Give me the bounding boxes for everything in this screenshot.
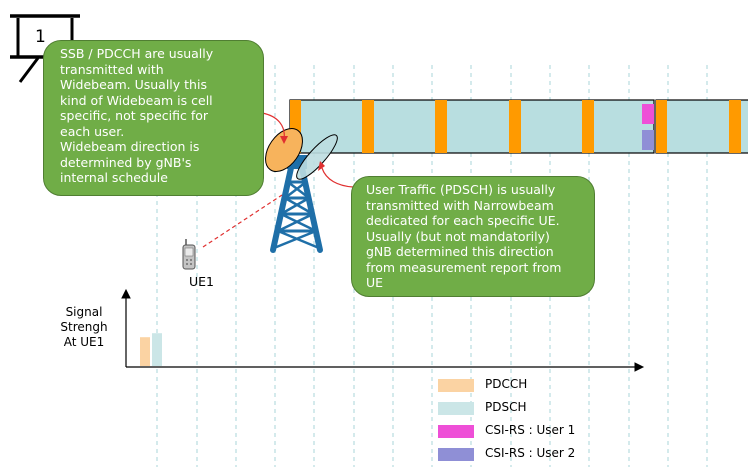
frame-block-1: [289, 99, 655, 154]
callout-line: specific, not specific for: [60, 108, 209, 123]
callout-line: SSB / PDCCH are usually: [60, 46, 214, 61]
legend-label: CSI-RS : User 1: [485, 423, 576, 437]
callout-line: Widebeam. Usually this: [60, 77, 207, 92]
signal-bar-pdcch: [140, 337, 150, 366]
legend-swatch: [438, 448, 474, 461]
pdcch-slot: [656, 100, 667, 153]
callout-line: from measurement report from: [366, 259, 562, 275]
csi-rs-user2-slot: [642, 130, 654, 150]
csi-rs-user1-slot: [642, 104, 654, 124]
axis-label-line: At UE1: [63, 335, 105, 349]
step-number: 1: [35, 27, 46, 47]
resource-frame-strip: [289, 99, 748, 154]
callout-line: User Traffic (PDSCH) is usually: [366, 182, 556, 197]
callout-line: transmitted with Narrowbeam: [366, 197, 554, 213]
pdcch-slot: [290, 100, 301, 153]
legend-label: PDCCH: [485, 377, 528, 391]
pdsch-pointer-arrow: [321, 167, 354, 188]
callout-ssb-pdcch-widebeam: SSB / PDCCH are usually transmitted with…: [43, 40, 264, 196]
callout-line: each user.: [60, 123, 125, 139]
signal-bar-pdsch: [152, 333, 162, 366]
pdcch-slot: [729, 100, 741, 153]
callout-line: kind of Widebeam is cell: [60, 92, 213, 108]
ue1-label: UE1: [189, 274, 214, 289]
callout-line: gNB determined this direction: [366, 244, 554, 259]
wide-beam-shape: [265, 128, 303, 172]
ue-link-line: [202, 194, 283, 248]
signal-strength-axis-label: Signal Strengh At UE1: [44, 305, 124, 350]
legend-label: PDSCH: [485, 400, 527, 414]
pdcch-slot: [362, 100, 374, 153]
callout-line: dedicated for each specific UE.: [366, 213, 560, 228]
legend-label: CSI-RS : User 2: [485, 446, 576, 460]
axis-label-line: Strengh: [60, 320, 108, 334]
legend-swatch: [438, 379, 474, 392]
signal-axes: [121, 288, 645, 372]
callout-line: internal schedule: [60, 170, 168, 185]
phone-icon: [182, 239, 196, 270]
callout-line: Widebeam direction is: [60, 139, 200, 154]
pdcch-slot: [435, 100, 447, 153]
gnb-tower: [270, 155, 323, 253]
signal-bars: [140, 333, 162, 366]
narrow-beam-shape: [296, 134, 338, 180]
callout-line: UE: [366, 275, 384, 290]
legend-swatch: [438, 402, 474, 415]
callout-line: determined by gNB's: [60, 154, 192, 170]
axis-label-line: Signal: [65, 305, 103, 319]
callout-line: Usually (but not mandatorily): [366, 228, 550, 244]
legend-swatch: [438, 425, 474, 438]
callout-line: transmitted with: [60, 61, 164, 77]
callout-pdsch-narrowbeam: User Traffic (PDSCH) is usually transmit…: [351, 176, 595, 297]
pdcch-slot: [582, 100, 594, 153]
pdcch-slot: [509, 100, 521, 153]
